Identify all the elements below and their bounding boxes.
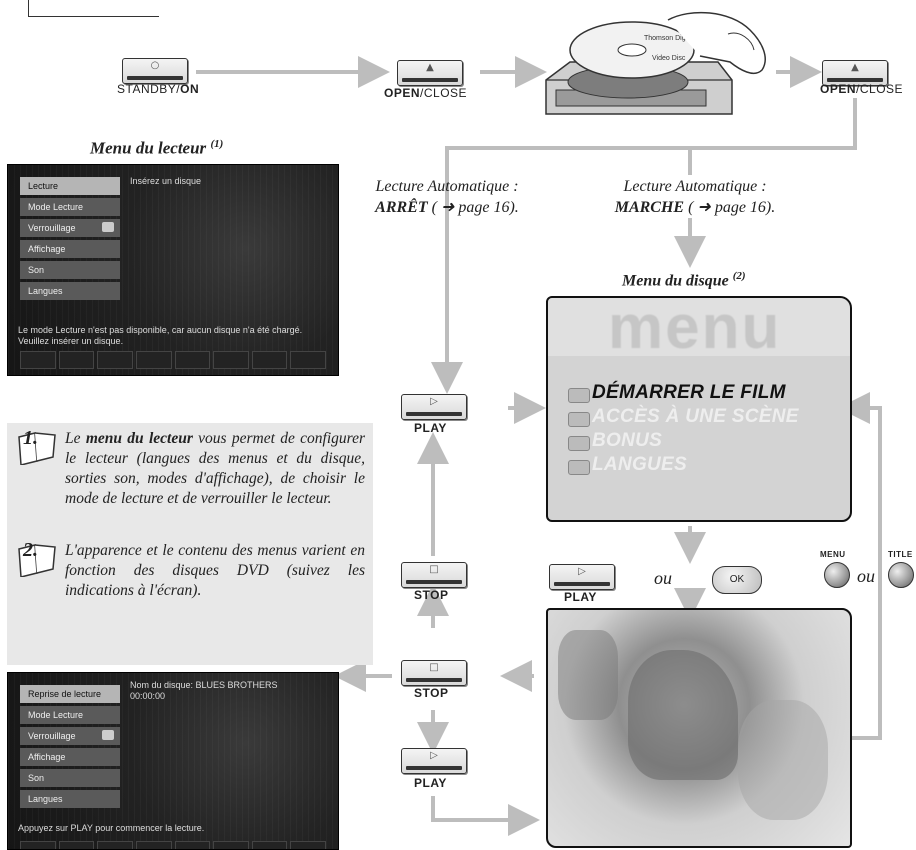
menu-item-verrouillage[interactable]: Verrouillage	[20, 727, 120, 745]
menu-item-verrouillage-label: Verrouillage	[28, 223, 76, 233]
standby-button[interactable]: ○	[122, 58, 188, 84]
ok-button[interactable]: OK	[712, 566, 762, 594]
or-label-2: ou	[857, 566, 875, 586]
or-label-1: ou	[654, 568, 672, 588]
menu-item-langues[interactable]: Langues	[20, 282, 120, 300]
open-close-label: OPEN/CLOSE	[384, 86, 468, 100]
play-button-3[interactable]: ▷	[401, 748, 467, 774]
stop-icon: □	[429, 564, 439, 575]
screen-strip	[20, 351, 326, 369]
corner-mark	[28, 0, 159, 17]
disc-label-line2: Video Disc	[652, 55, 686, 62]
disc-tray-illustration: Thomson Digital Video Disc	[545, 11, 766, 115]
note-number-1: 1.	[23, 427, 38, 449]
disc-menu-title: menu	[608, 296, 782, 362]
title-label: TITLE	[888, 550, 913, 559]
disc-menu-heading: Menu du disque (2)	[622, 270, 746, 290]
film-image	[546, 608, 852, 848]
menu-item-mode-lecture[interactable]: Mode Lecture	[20, 706, 120, 724]
menu-item-lecture[interactable]: Lecture	[20, 177, 120, 195]
menu-button[interactable]	[824, 562, 850, 588]
info-box: 1. Le menu du lecteur vous permet de con…	[7, 423, 373, 665]
disc-item-langues[interactable]: LANGUES	[592, 454, 687, 475]
disc-item-scene[interactable]: ACCÈS À UNE SCÈNE	[592, 406, 799, 427]
play-button-2[interactable]: ▷	[549, 564, 615, 590]
disc-item-icon	[568, 436, 590, 451]
disc-item-start[interactable]: DÉMARRER LE FILM	[592, 382, 786, 403]
book-icon-2	[18, 544, 56, 577]
play-label-3: PLAY	[414, 776, 447, 790]
power-icon: ○	[150, 60, 160, 71]
stop-button-2[interactable]: □	[401, 660, 467, 686]
menu-item-verrouillage-label: Verrouillage	[28, 731, 76, 741]
play-icon: ▷	[430, 750, 438, 761]
book-icon-1	[18, 432, 56, 465]
player-menu-screen-2: Reprise de lecture Mode Lecture Verrouil…	[7, 672, 339, 850]
autoplay-on-label: Lecture Automatique :MARCHE ( ➜ page 16)…	[614, 178, 776, 216]
menu-item-affichage[interactable]: Affichage	[20, 748, 120, 766]
arrow-open-down	[431, 98, 857, 394]
menu-item-reprise[interactable]: Reprise de lecture	[20, 685, 120, 703]
arrow-play3-film	[431, 796, 540, 836]
disc-time-text: 00:00:00	[130, 691, 166, 701]
player-menu-screen-1: Lecture Mode Lecture Verrouillage Affich…	[7, 164, 339, 376]
film-figure-2	[558, 630, 618, 720]
note-number-2: 2.	[23, 539, 38, 561]
play-label-2: PLAY	[564, 590, 597, 604]
stop-button-1[interactable]: □	[401, 562, 467, 588]
play-button-1[interactable]: ▷	[401, 394, 467, 420]
menu-item-langues[interactable]: Langues	[20, 790, 120, 808]
lock-icon	[102, 730, 114, 740]
lock-icon	[102, 222, 114, 232]
menu-item-affichage[interactable]: Affichage	[20, 240, 120, 258]
note-2: L'apparence et le contenu des menus vari…	[65, 542, 365, 599]
disc-item-bonus[interactable]: BONUS	[592, 430, 663, 451]
menu-item-mode-lecture[interactable]: Mode Lecture	[20, 198, 120, 216]
note-1: Le menu du lecteur vous permet de config…	[65, 430, 366, 507]
stop-icon: □	[429, 662, 439, 673]
disc-name-text: Nom du disque: BLUES BROTHERS	[130, 680, 278, 690]
disc-item-icon	[568, 412, 590, 427]
film-figure	[628, 650, 738, 780]
standby-label: STANDBY/ON	[117, 82, 200, 96]
film-figure-3	[738, 700, 828, 820]
screen-message: Insérez un disque	[130, 176, 202, 186]
eject-icon: ▲	[851, 62, 859, 73]
play-label-1: PLAY	[414, 421, 447, 435]
open-close-button[interactable]: ▲	[397, 60, 463, 86]
play-icon: ▷	[430, 396, 438, 407]
title-button[interactable]	[888, 562, 914, 588]
disc-menu-top-band	[548, 298, 850, 356]
disc-label-line1: Thomson Digital	[644, 35, 695, 42]
arrow-film-menu-right	[838, 392, 882, 740]
disc-menu-screen: menu DÉMARRER LE FILM ACCÈS À UNE SCÈNE …	[546, 296, 852, 522]
autoplay-off-label: Lecture Automatique :ARRÊT ( ➜ page 16).	[375, 178, 519, 216]
player-menu-heading: Menu du lecteur (1)	[90, 138, 224, 158]
screen-footer: Le mode Lecture n'est pas disponible, ca…	[18, 325, 303, 346]
menu-item-son[interactable]: Son	[20, 261, 120, 279]
disc-item-icon	[568, 388, 590, 403]
screen-footer-2: Appuyez sur PLAY pour commencer la lectu…	[18, 823, 205, 833]
open-close-button-2[interactable]: ▲	[822, 60, 888, 86]
menu-label: MENU	[820, 550, 846, 559]
stop-label-2: STOP	[414, 686, 449, 700]
screen-strip-2	[20, 841, 326, 849]
play-icon: ▷	[578, 566, 586, 577]
disc-item-icon	[568, 460, 590, 475]
menu-item-verrouillage[interactable]: Verrouillage	[20, 219, 120, 237]
ok-label: OK	[729, 574, 745, 585]
open-close-label-2: OPEN/CLOSE	[820, 82, 904, 96]
eject-icon: ▲	[426, 62, 434, 73]
stop-label-1: STOP	[414, 588, 449, 602]
menu-item-son[interactable]: Son	[20, 769, 120, 787]
